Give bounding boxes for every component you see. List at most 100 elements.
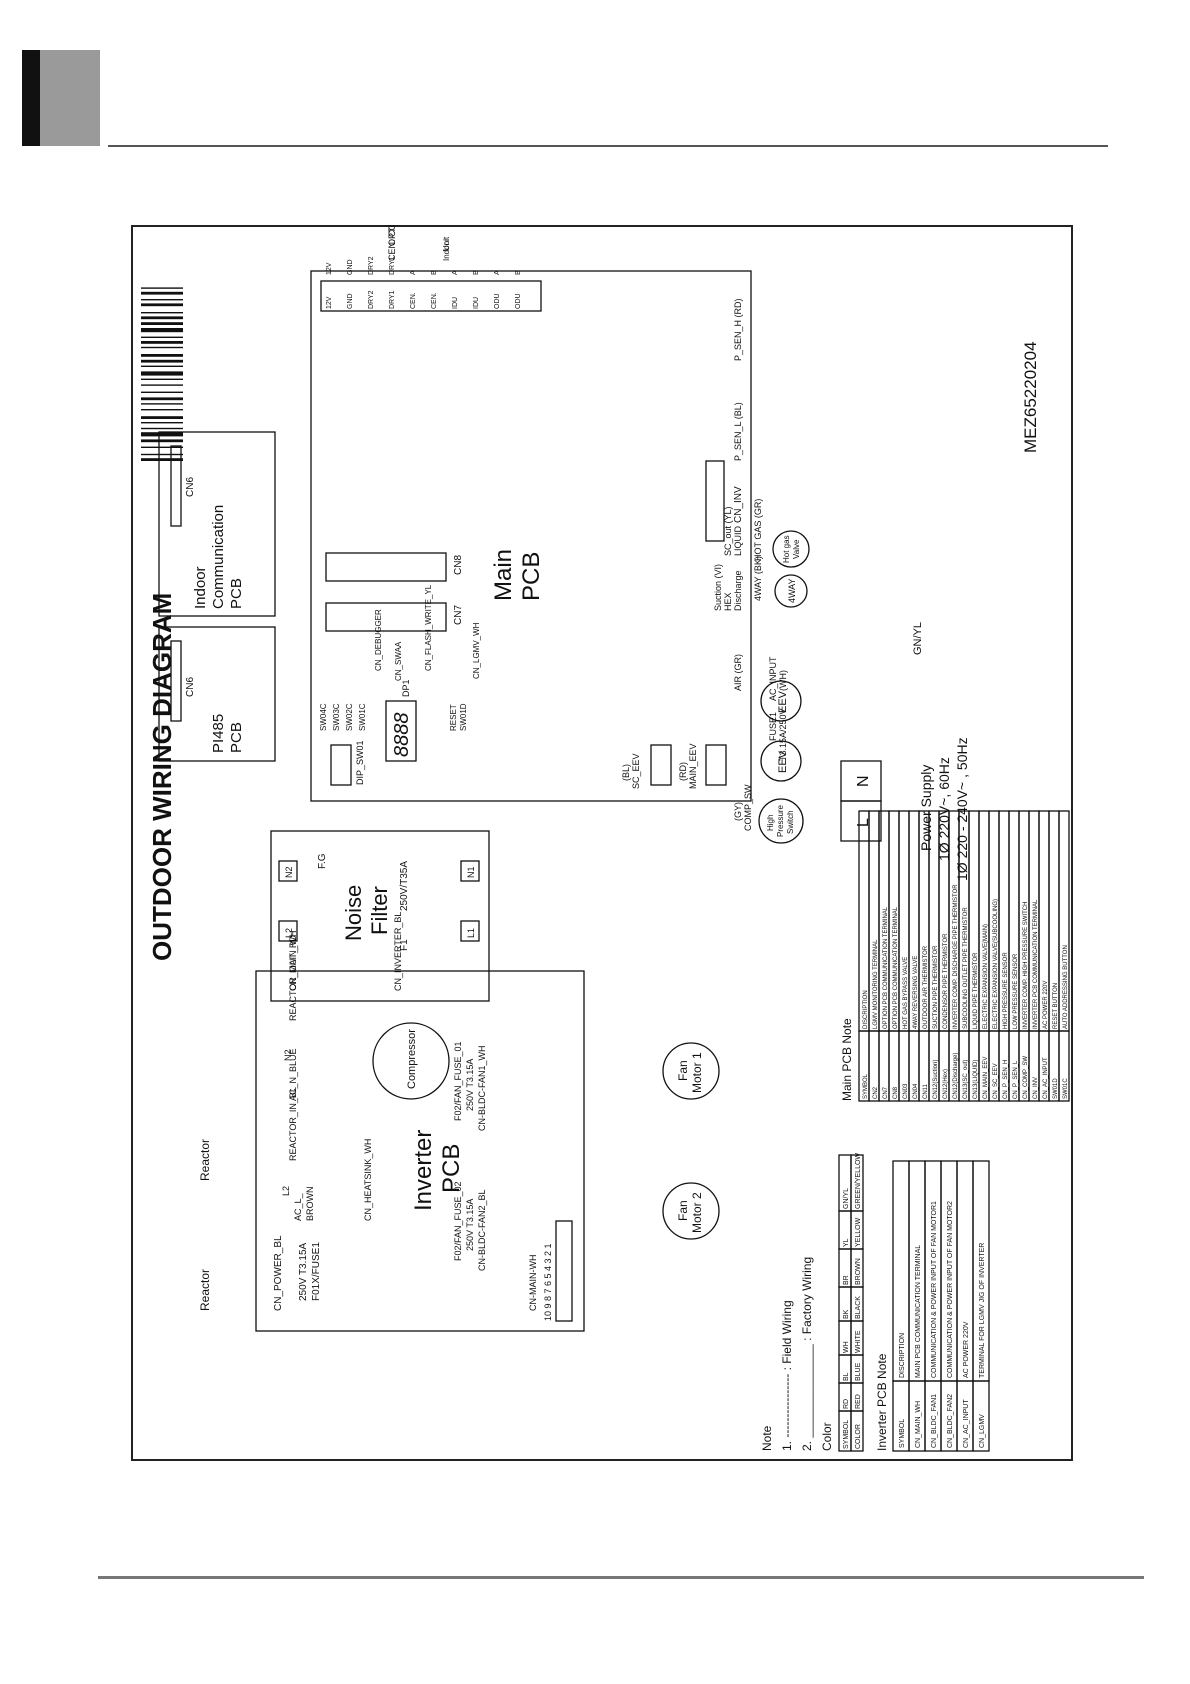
main-table-symbol: CN11 xyxy=(923,1083,929,1099)
l2-terminal xyxy=(278,920,298,942)
terminal-l-label: L xyxy=(855,818,872,827)
inverter-fuse-label: F01X/FUSE1 xyxy=(311,1242,322,1301)
color-name: WHITE xyxy=(855,1330,862,1353)
main-table-description: ELECTRIC EXPANSION VALVE(SUBCOOLING) xyxy=(993,899,999,1029)
barcode-bar xyxy=(141,299,183,301)
inverter-table-symbol: CN_LGMV xyxy=(979,1414,986,1448)
fan-motor-2-label-1: Fan xyxy=(676,1200,690,1221)
part-number: MEZ65220204 xyxy=(1021,341,1040,453)
liquid-label: LIQUID xyxy=(733,525,743,556)
main-table-description: AC POWER 220V xyxy=(1043,981,1049,1029)
fan-motor-2 xyxy=(662,1182,720,1240)
inverter-table-symbol: CN_MAIN_WH xyxy=(915,1401,922,1448)
terminal-n xyxy=(840,760,882,802)
suction-label: Suction (VI) xyxy=(713,564,723,611)
indoor-comm-cn6-label: CN6 xyxy=(185,477,196,497)
main-table-description: OUTDOOR AIR THERMISTOR xyxy=(923,945,929,1029)
cn-inv-connector xyxy=(705,460,725,542)
main-table-symbol: CN13(SC_out) xyxy=(963,1060,969,1099)
cen-con-label: CEN. CON. xyxy=(387,225,397,261)
main-eev-color: (RD) xyxy=(678,762,688,781)
sc-eev-connector xyxy=(650,744,672,786)
color-name: BLACK xyxy=(855,1296,862,1319)
inverter-pcb-box xyxy=(255,970,585,1332)
main-table-description: HIGH PRESSURE SENSOR xyxy=(1003,952,1009,1029)
terminal-bottom-label: ODU xyxy=(494,293,501,309)
air-label: AIR (GR) xyxy=(733,654,743,691)
ac-input-label: AC_INPUT xyxy=(768,656,778,701)
main-table-symbol: CN04 xyxy=(913,1083,919,1099)
cn8-connector xyxy=(325,552,447,582)
compressor xyxy=(372,1022,450,1100)
main-eev-label: MAIN_EEV xyxy=(688,743,698,789)
main-table-description: SUBCOOLING OUTLET PIPE THERMISTOR xyxy=(963,907,969,1029)
inverter-table-description: MAIN PCB COMMUNICATION TERMINAL xyxy=(915,1245,922,1378)
main-table-symbol: CN2 xyxy=(873,1086,879,1099)
cn-main-wh-connector xyxy=(555,1220,573,1322)
comp-sw-color: (GY) xyxy=(733,802,743,821)
barcode-bar xyxy=(141,458,183,461)
terminal-top-label: B xyxy=(431,270,438,275)
terminal-bottom-label: GND xyxy=(347,293,354,309)
main-table-description: CONDENSOR PIPE THERMISTOR xyxy=(943,933,949,1029)
main-table-symbol: CN13(LIQUID) xyxy=(973,1060,979,1099)
compressor-label: Compressor xyxy=(406,1029,418,1089)
note-title: Note xyxy=(760,1425,774,1451)
sw01d-label: SW01D xyxy=(459,703,468,731)
gnyl-wire-label: GN/YL xyxy=(912,622,924,655)
main-table-description: OPTION PCB COMMUNICATION TERMINAL xyxy=(883,906,889,1029)
barcode-bar xyxy=(141,346,183,349)
barcode-bar xyxy=(141,384,183,386)
cn-lgmv-label: CN_LGMV_WH xyxy=(472,622,481,679)
fan-motor-2-label-2: Motor 2 xyxy=(690,1192,704,1233)
inverter-table-symbol: SYMBOL xyxy=(899,1419,906,1448)
dip-switch[interactable] xyxy=(330,744,352,786)
terminal-top-label: DRY1 xyxy=(389,256,396,275)
n2-label: N2 xyxy=(284,866,294,878)
main-pcb-note-title: Main PCB Note xyxy=(840,1018,854,1101)
terminal-top-label: A xyxy=(452,270,459,275)
indoor-comm-label: Indoor xyxy=(192,566,209,609)
inverter-pcb-label-pcb: PCB xyxy=(438,1144,465,1193)
barcode-bar xyxy=(141,397,183,401)
pi485-cn6-label: CN6 xyxy=(185,677,196,697)
color-table-cell xyxy=(850,1154,864,1212)
sw03c-label: SW03C xyxy=(332,703,341,731)
terminal-bottom-label: 12V xyxy=(326,296,333,309)
inverter-pcb-label: Inverter xyxy=(410,1130,437,1211)
barcode-bar xyxy=(141,336,183,338)
cn8-label: CN8 xyxy=(453,555,464,575)
main-pcb-box xyxy=(310,270,752,802)
hp-switch-label-1: High xyxy=(766,815,775,831)
barcode-bar xyxy=(141,422,183,424)
inverter-pcb-note-title: Inverter PCB Note xyxy=(875,1353,889,1451)
main-table-symbol: CN_AC_INPUT xyxy=(1043,1057,1049,1099)
main-table-symbol: CN03 xyxy=(903,1083,909,1099)
comp-sw-label: COMP_SW xyxy=(743,784,753,831)
terminal-bottom-label: ODU xyxy=(515,293,522,309)
n2-terminal xyxy=(278,860,298,882)
l1-label: L1 xyxy=(466,928,476,938)
color-symbol: BR xyxy=(843,1275,850,1285)
n1-terminal xyxy=(460,860,480,882)
terminal-bottom-label: IDU xyxy=(452,297,459,309)
terminal-bottom-label: IDU xyxy=(473,297,480,309)
terminal-bottom-label: DRY1 xyxy=(389,290,396,309)
fan-motor-1-label-1: Fan xyxy=(676,1060,690,1081)
main-table-symbol: CN12(Suction) xyxy=(933,1060,939,1099)
barcode-bar xyxy=(141,327,183,333)
main-table-symbol: CN_COMP_SW xyxy=(1023,1056,1029,1099)
barcode-bar xyxy=(141,341,183,344)
seven-segment-display xyxy=(385,700,417,762)
main-table-description: ELECTRIC EXPANSION VALVE(MAIN) xyxy=(983,924,989,1029)
main-table-symbol: SW01D xyxy=(1053,1078,1059,1099)
sw02c-label: SW02C xyxy=(345,703,354,731)
inverter-table-symbol: CN_AC_INPUT xyxy=(963,1399,970,1448)
n1-label: N1 xyxy=(466,866,476,878)
main-pcb-label-pcb: PCB xyxy=(518,552,545,601)
terminal-bottom-label: DRY2 xyxy=(368,290,375,309)
fan-fuse-2-label: F02/FAN_FUSE_02 xyxy=(453,1181,463,1261)
pi485-pcb-box xyxy=(158,626,276,762)
